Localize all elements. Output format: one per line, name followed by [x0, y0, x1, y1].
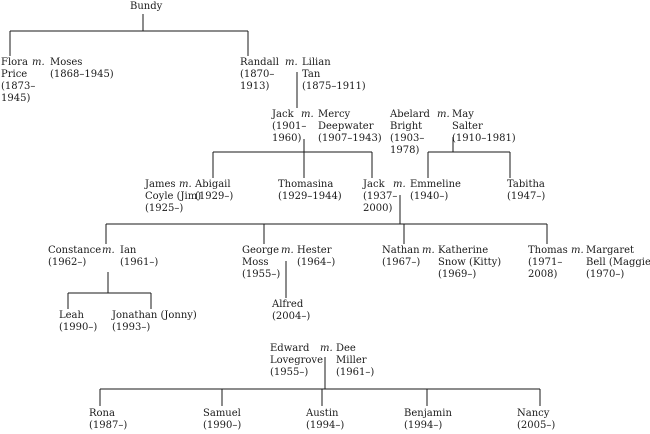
- mercy-label: (1907–1943): [318, 133, 382, 144]
- george-label: George: [242, 245, 279, 256]
- james-label: James: [144, 179, 176, 190]
- edward-label: (1955–): [270, 367, 308, 378]
- mercy-label: Deepwater: [318, 121, 374, 132]
- edward-label: Lovegrove: [270, 355, 323, 366]
- thomas-label: Thomas: [528, 245, 568, 256]
- rona-label: (1987–): [89, 420, 127, 431]
- emmeline-label: Emmeline: [410, 179, 461, 190]
- dee-label: Miller: [336, 355, 367, 366]
- marriage-marker-randall: m.: [285, 57, 298, 68]
- ian-label: Ian: [120, 245, 137, 256]
- austin-label: (1994–): [306, 420, 344, 431]
- nancy-label: Nancy: [517, 408, 550, 419]
- james-label: (1925–): [145, 203, 183, 214]
- jonathan-label: (1993–): [112, 322, 150, 333]
- thomasina-label: Thomasina: [278, 179, 333, 190]
- moses-label: (1868–1945): [50, 69, 114, 80]
- mercy-label: Mercy: [318, 109, 351, 120]
- constance-label: Constance: [48, 245, 101, 256]
- george-label: (1955–): [242, 269, 280, 280]
- marriage-marker-jack-jr: m.: [393, 179, 406, 190]
- abelard-label: Bright: [390, 121, 422, 132]
- jonathan-label: Jonathan (Jonny): [111, 310, 197, 321]
- marriage-marker-george: m.: [281, 245, 294, 256]
- may-label: (1910–1981): [452, 133, 516, 144]
- dee-label: Dee: [336, 343, 356, 354]
- benjamin-label: Benjamin: [404, 408, 452, 419]
- jack-sr-label: Jack: [271, 109, 295, 120]
- hester-label: (1964–): [297, 257, 335, 268]
- edward-label: Edward: [270, 343, 310, 354]
- marriage-marker-thomas: m.: [571, 245, 584, 256]
- flora-label: Price: [1, 69, 27, 80]
- constance-label: (1962–): [48, 257, 86, 268]
- samuel-label: Samuel: [203, 408, 241, 419]
- katherine-label: (1969–): [438, 269, 476, 280]
- lilian-label: Lilian: [302, 57, 331, 68]
- katherine-label: Katherine: [438, 245, 488, 256]
- marriage-marker-james: m.: [179, 179, 192, 190]
- hester-label: Hester: [297, 245, 332, 256]
- james-label: Coyle (Jim): [145, 191, 201, 202]
- may-label: May: [452, 109, 474, 120]
- moses-label: Moses: [50, 57, 82, 68]
- flora-label: (1873–: [1, 81, 35, 92]
- margaret-label: Bell (Maggie): [586, 257, 650, 268]
- jack-jr-label: (1937–: [363, 191, 397, 202]
- alfred-label: Alfred: [271, 299, 304, 310]
- flora-label: 1945): [1, 93, 30, 104]
- benjamin-label: (1994–): [404, 420, 442, 431]
- thomas-label: (1971–: [528, 257, 562, 268]
- leah-label: (1990–): [59, 322, 97, 333]
- george-label: Moss: [242, 257, 269, 268]
- randall-label: 1913): [240, 81, 269, 92]
- thomasina-label: (1929–1944): [278, 191, 342, 202]
- samuel-label: (1990–): [203, 420, 241, 431]
- ian-label: (1961–): [120, 257, 158, 268]
- nathan-label: Nathan: [382, 245, 420, 256]
- lilian-label: Tan: [302, 69, 321, 80]
- thomas-label: 2008): [528, 269, 557, 280]
- randall-label: Randall: [240, 57, 279, 68]
- nathan-label: (1967–): [382, 257, 420, 268]
- leah-label: Leah: [59, 310, 85, 321]
- austin-label: Austin: [305, 408, 339, 419]
- marriage-marker-abelard: m.: [437, 109, 450, 120]
- tabitha-label: Tabitha: [507, 179, 545, 190]
- jack-jr-label: 2000): [363, 203, 392, 214]
- randall-label: (1870–: [240, 69, 274, 80]
- abelard-label: Abelard: [389, 109, 430, 120]
- may-label: Salter: [452, 121, 483, 132]
- margaret-label: (1970–): [586, 269, 624, 280]
- marriage-marker-flora: m.: [32, 57, 45, 68]
- rona-label: Rona: [89, 408, 115, 419]
- abigail-label: Abigail: [194, 179, 231, 190]
- jack-sr-label: 1960): [272, 133, 301, 144]
- alfred-label: (2004–): [272, 311, 310, 322]
- marriage-marker-jack-sr: m.: [301, 109, 314, 120]
- abelard-label: 1978): [390, 145, 419, 156]
- marriage-marker-edward: m.: [320, 343, 333, 354]
- margaret-label: Margaret: [586, 245, 634, 256]
- flora-label: Flora: [1, 57, 28, 68]
- marriage-marker-nathan: m.: [422, 245, 435, 256]
- emmeline-label: (1940–): [410, 191, 448, 202]
- bundy-label: Bundy: [130, 1, 163, 12]
- jack-sr-label: (1901–: [272, 121, 306, 132]
- dee-label: (1961–): [336, 367, 374, 378]
- abigail-label: (1929–): [195, 191, 233, 202]
- katherine-label: Snow (Kitty): [438, 257, 501, 268]
- tabitha-label: (1947–): [507, 191, 545, 202]
- nancy-label: (2005–): [517, 420, 555, 431]
- lilian-label: (1875–1911): [302, 81, 366, 92]
- marriage-marker-constance: m.: [102, 245, 115, 256]
- abelard-label: (1903–: [390, 133, 424, 144]
- jack-jr-label: Jack: [362, 179, 386, 190]
